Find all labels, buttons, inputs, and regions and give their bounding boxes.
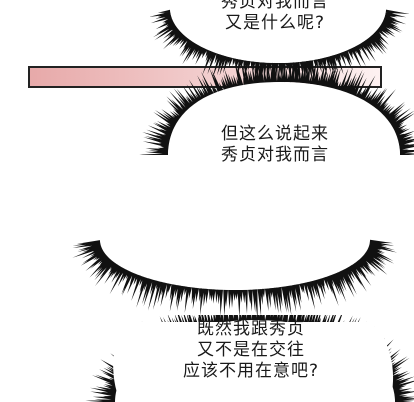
speech-line: 又是什么呢? (224, 13, 326, 33)
speech-bubble-text-1: 秀贞对我而言 又是什么呢? (200, 0, 350, 34)
speech-line: 应该不用在意吧? (182, 361, 320, 381)
speech-line: 但这么说起来 (221, 124, 329, 144)
speech-bubble-1 (170, 0, 386, 63)
speech-line: 既然我跟秀贞 (197, 319, 305, 339)
speech-bubble-text-3: 既然我跟秀贞 又不是在交往 应该不用在意吧? (176, 319, 326, 382)
speech-bubble-3 (100, 240, 370, 290)
speech-bubble-spikes-1 (149, 9, 410, 87)
speech-bubble-2 (168, 82, 400, 155)
speech-bubble-4 (113, 322, 394, 402)
spike-strokes (149, 9, 410, 87)
speech-bubble-text-2: 但这么说起来 秀贞对我而言 (200, 124, 350, 166)
speech-line: 又不是在交往 (197, 340, 305, 360)
speech-bubble-spikes-3 (72, 239, 398, 321)
spike-strokes (72, 239, 398, 321)
speech-line: 秀贞对我而言 (221, 0, 329, 12)
speech-line: 秀贞对我而言 (221, 145, 329, 165)
